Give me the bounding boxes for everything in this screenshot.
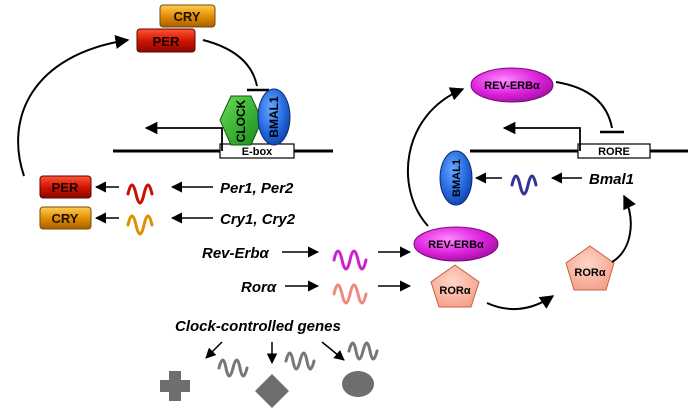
rora-middle-label: RORα <box>439 285 470 297</box>
cry-protein-left: CRY <box>39 206 92 230</box>
ccg-arrow-1 <box>205 341 223 359</box>
clock-label: CLOCK <box>234 99 248 142</box>
rev-erba-gene-label: Rev-Erbα <box>202 245 270 262</box>
rore-element: RORE <box>577 143 651 159</box>
per-left-label: PER <box>52 180 79 195</box>
ccg-diamond-shape <box>255 374 289 408</box>
ccg-arrow-3 <box>321 341 345 361</box>
transcription-arrow-right <box>502 121 581 151</box>
cry-gene-label: Cry1, Cry2 <box>220 211 296 228</box>
per-top-label: PER <box>153 34 180 49</box>
rev-erba-protein-middle: REV-ERBα <box>413 226 499 262</box>
per-mrna-icon <box>126 183 154 205</box>
rev-erba-middle-label: REV-ERBα <box>428 239 484 251</box>
cry-protein-top: CRY <box>159 4 216 28</box>
bmal1-protein-right: BMAL1 <box>439 150 473 206</box>
rora-protein-right: RORα <box>565 245 615 291</box>
cry-left-label: CRY <box>52 211 79 226</box>
rora-gene-label: Rorα <box>241 279 277 296</box>
ccg-mrna-icon-2 <box>284 351 316 371</box>
rore-label: RORE <box>598 146 630 158</box>
cry-mrna-icon <box>126 214 154 236</box>
rora-protein-middle: RORα <box>430 264 480 308</box>
bmal1-protein-ebox: BMAL1 <box>257 88 291 146</box>
rev-erba-inhibition-arrow <box>555 81 613 129</box>
ccg-ellipse-shape <box>342 371 374 397</box>
rora-translocation-arrow <box>486 295 555 311</box>
bmal1-ebox-label: BMAL1 <box>267 96 281 138</box>
feedback-arc-left <box>17 34 130 177</box>
rev-erba-mrna-icon <box>332 249 368 271</box>
rev-erba-top-label: REV-ERBα <box>484 80 540 92</box>
clock-protein: CLOCK <box>219 95 263 146</box>
rev-erba-protein-top: REV-ERBα <box>470 67 554 103</box>
ccg-mrna-icon-3 <box>347 341 379 361</box>
bmal1-mrna-icon <box>510 174 538 196</box>
per-cry-inhibition-arrow <box>202 39 258 87</box>
ccg-cross-shape <box>160 371 190 401</box>
ebox-label: E-box <box>242 146 273 158</box>
rora-activation-arc <box>611 194 636 263</box>
rev-erba-feedback-arc <box>407 87 465 227</box>
ebox-element: E-box <box>219 143 295 159</box>
rora-right-label: RORα <box>574 267 605 279</box>
ccg-mrna-icon-1 <box>217 358 249 378</box>
per-gene-label: Per1, Per2 <box>220 180 294 197</box>
ccg-title: Clock-controlled genes <box>175 318 341 335</box>
transcription-arrow-left <box>144 121 223 151</box>
per-protein-left: PER <box>39 175 92 199</box>
cry-top-label: CRY <box>174 9 201 24</box>
per-protein-top: PER <box>136 28 196 53</box>
bmal1-gene-label: Bmal1 <box>589 171 634 188</box>
rora-mrna-icon <box>332 283 368 305</box>
bmal1-right-label: BMAL1 <box>451 159 463 197</box>
